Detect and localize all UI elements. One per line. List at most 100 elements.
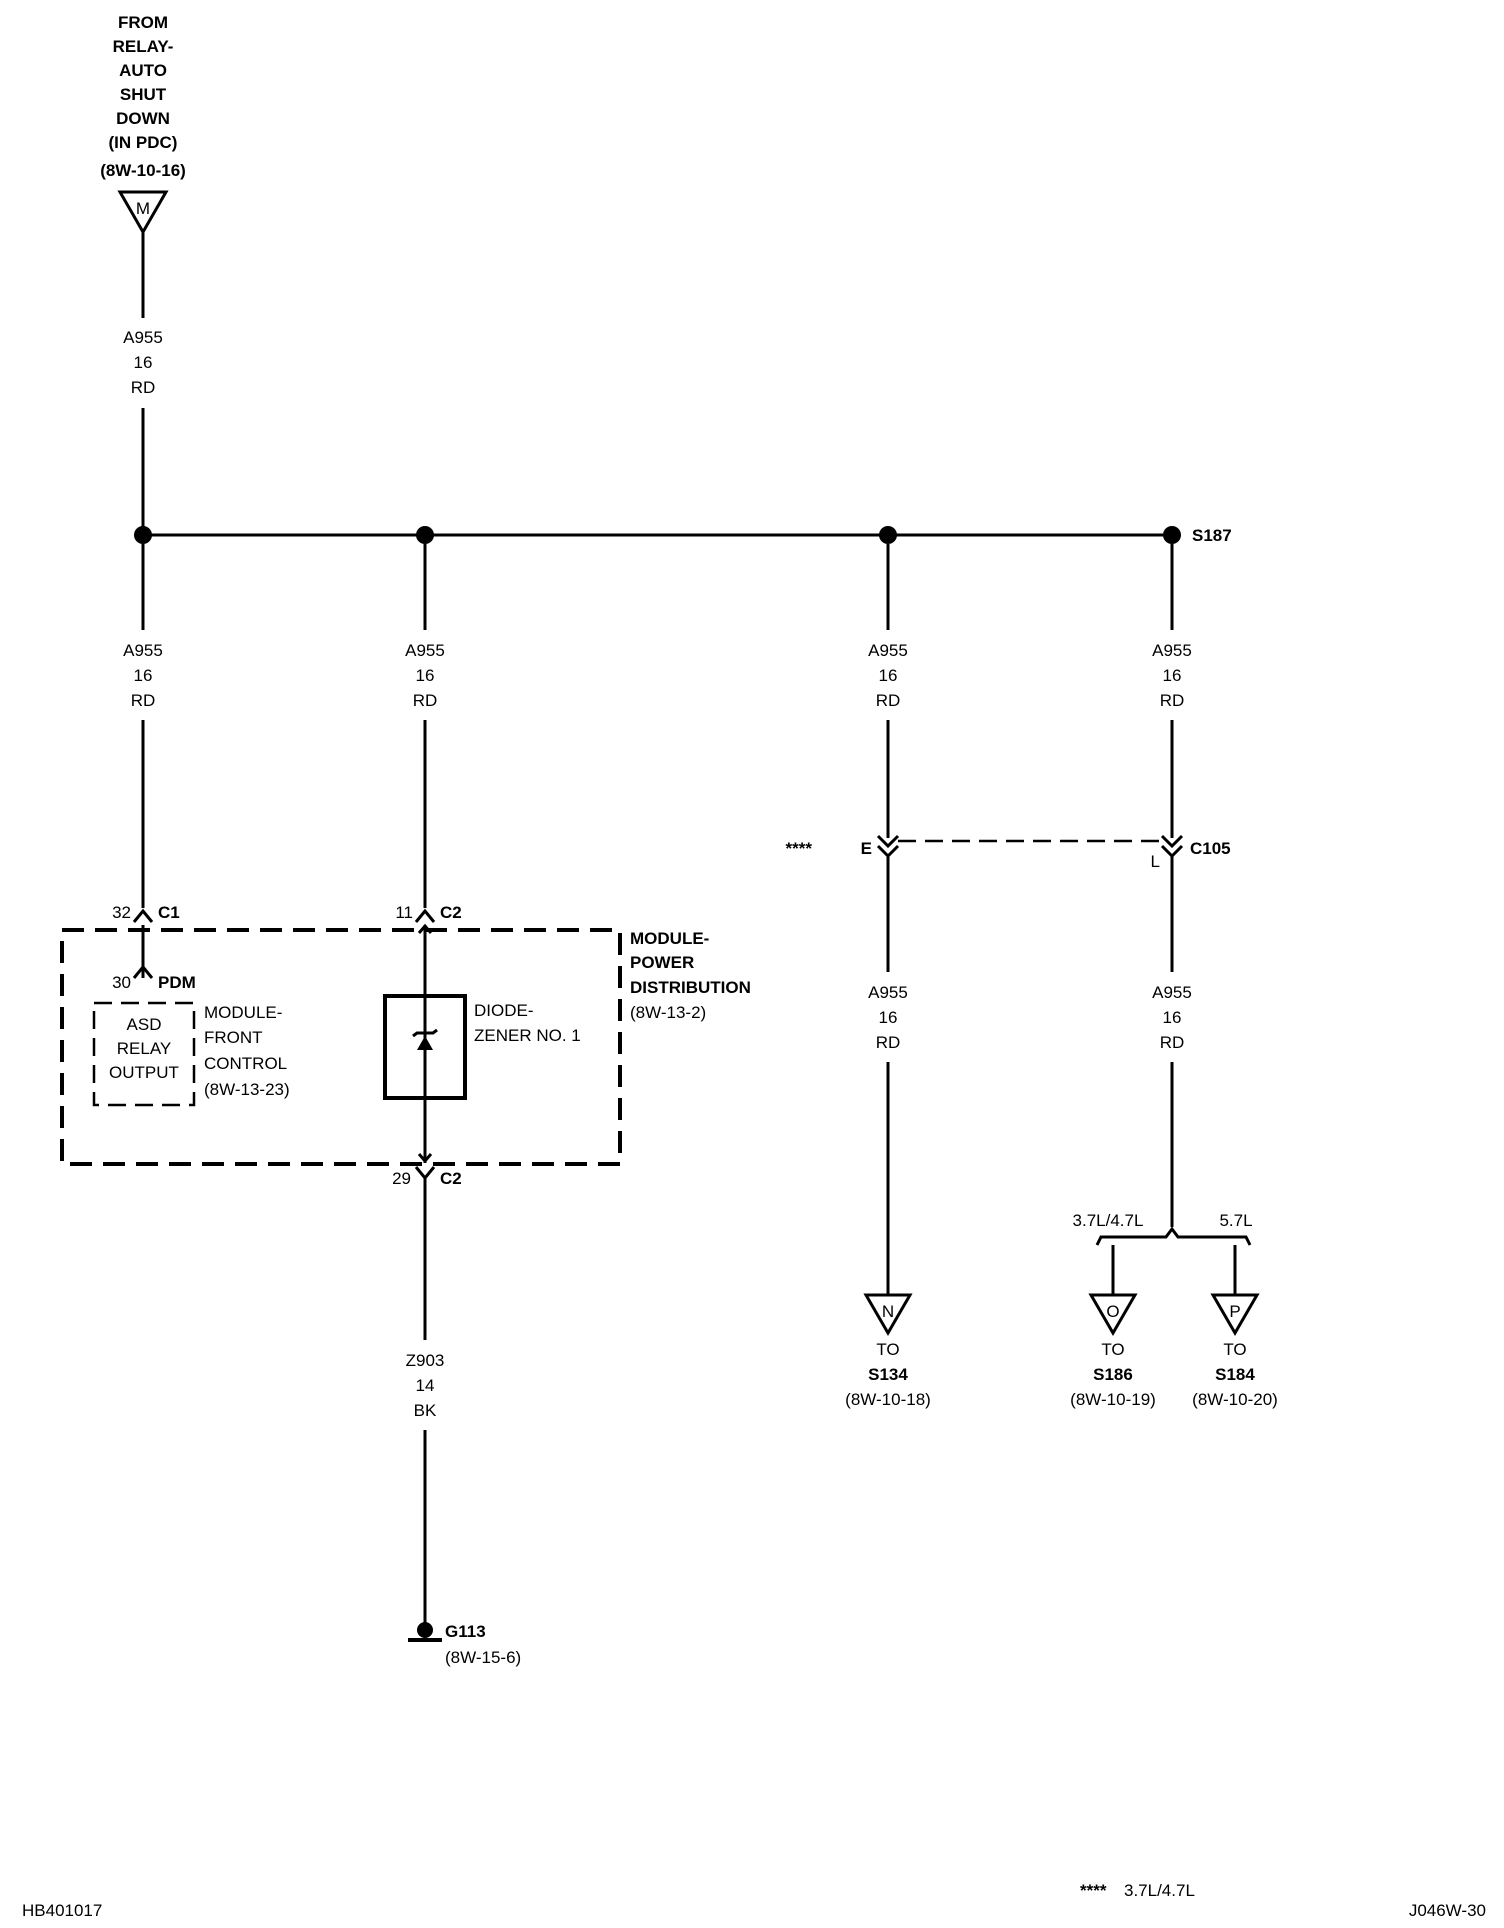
branch1-id: A955 xyxy=(123,641,163,660)
footer-left-code: HB401017 xyxy=(22,1901,102,1920)
dest-o-letter: O xyxy=(1106,1302,1119,1321)
ground-icon-dot xyxy=(417,1622,433,1638)
fcm-box xyxy=(92,1001,196,1107)
ground-ref: (8W-15-6) xyxy=(445,1648,521,1667)
branch2-color: RD xyxy=(413,691,438,710)
pdm-title2: POWER xyxy=(630,953,694,972)
source-line5: (IN PDC) xyxy=(109,133,178,152)
zener-diode-icon xyxy=(417,1036,433,1050)
engine-split-bracket xyxy=(1095,1226,1252,1246)
branch4-id: A955 xyxy=(1152,641,1192,660)
fcm-box-line1: ASD xyxy=(127,1015,162,1034)
dest-p-ref: (8W-10-20) xyxy=(1192,1390,1278,1409)
ground-wire-gauge: 14 xyxy=(416,1376,435,1395)
pdm-title1: MODULE- xyxy=(630,929,709,948)
pdm-inner-label: PDM xyxy=(158,973,196,992)
branch4-connector: C105 xyxy=(1190,839,1231,858)
diode-label2: ZENER NO. 1 xyxy=(474,1026,581,1045)
branch2-pin: 11 xyxy=(395,903,413,922)
out-pin-symbol xyxy=(414,1166,436,1181)
splice-dot-4 xyxy=(1163,526,1181,544)
branch2-gauge: 16 xyxy=(416,666,435,685)
main-wire-id: A955 xyxy=(123,328,163,347)
source-line4: DOWN xyxy=(116,109,170,128)
pdm-ref: (8W-13-2) xyxy=(630,1003,706,1022)
branch3-stars: **** xyxy=(786,839,813,858)
branch4-color: RD xyxy=(1160,691,1185,710)
engine-split-left: 3.7L/4.7L xyxy=(1073,1211,1144,1230)
dest-p-letter: P xyxy=(1229,1302,1240,1321)
fcm-box-line3: OUTPUT xyxy=(109,1063,179,1082)
footer-right-code: J046W-30 xyxy=(1409,1901,1486,1920)
dest-p-splice: S184 xyxy=(1215,1365,1255,1384)
dest-p-triangle xyxy=(1210,1293,1260,1336)
out-pin-connector: C2 xyxy=(440,1169,462,1188)
branch3-gauge: 16 xyxy=(879,666,898,685)
wire-l-down-color: RD xyxy=(1160,1033,1185,1052)
main-wire-color: RD xyxy=(131,378,156,397)
wire-l-down-id: A955 xyxy=(1152,983,1192,1002)
out-pin: 29 xyxy=(392,1169,411,1188)
splice-label: S187 xyxy=(1192,526,1232,545)
source-line2: AUTO xyxy=(119,61,167,80)
dest-o-ref: (8W-10-19) xyxy=(1070,1390,1156,1409)
branch4-gauge: 16 xyxy=(1163,666,1182,685)
branch1-gauge: 16 xyxy=(134,666,153,685)
diode-wire-arrow-bottom xyxy=(417,1153,433,1164)
branch3-pin-letter: E xyxy=(861,839,872,858)
dest-n-ref: (8W-10-18) xyxy=(845,1390,931,1409)
source-line3: SHUT xyxy=(120,85,167,104)
pdm-title3: DISTRIBUTION xyxy=(630,978,751,997)
splice-dot-1 xyxy=(134,526,152,544)
branch1-color: RD xyxy=(131,691,156,710)
zener-diode-bar xyxy=(412,1028,438,1038)
source-line1: RELAY- xyxy=(113,37,174,56)
main-wire-gauge: 16 xyxy=(134,353,153,372)
dest-o-to: TO xyxy=(1101,1340,1124,1359)
fcm-label3: CONTROL xyxy=(204,1054,287,1073)
branch3-color: RD xyxy=(876,691,901,710)
dest-n-triangle xyxy=(863,1293,913,1336)
fcm-ref: (8W-13-23) xyxy=(204,1080,290,1099)
fcm-box-line2: RELAY xyxy=(117,1039,172,1058)
branch1-pin: 32 xyxy=(112,903,131,922)
ground-wire-color: BK xyxy=(414,1401,437,1420)
wire-e-down-gauge: 16 xyxy=(879,1008,898,1027)
dest-p-to: TO xyxy=(1223,1340,1246,1359)
wire-l-down-gauge: 16 xyxy=(1163,1008,1182,1027)
dest-o-triangle xyxy=(1088,1293,1138,1336)
branch1-pin-symbol xyxy=(132,908,154,923)
ground-label: G113 xyxy=(445,1622,486,1641)
engine-split-right: 5.7L xyxy=(1219,1211,1252,1230)
branch2-connector: C2 xyxy=(440,903,462,922)
source-from: FROM xyxy=(118,13,168,32)
source-ref: (8W-10-16) xyxy=(100,161,186,180)
pdm-box xyxy=(60,928,622,1166)
branch4-pin-letter: L xyxy=(1151,852,1160,871)
branch1-connector: C1 xyxy=(158,903,180,922)
wire-e-down-color: RD xyxy=(876,1033,901,1052)
branch4-connector-symbol-top xyxy=(1160,834,1184,849)
branch2-pin-symbol xyxy=(414,908,436,923)
wire-e-down-id: A955 xyxy=(868,983,908,1002)
ground-wire-id: Z903 xyxy=(406,1351,445,1370)
source-connector-letter: M xyxy=(136,199,150,218)
branch3-connector-symbol-top xyxy=(876,834,900,849)
footer-note-stars: **** xyxy=(1080,1881,1107,1900)
diode-wire-arrow-top xyxy=(417,923,433,934)
splice-dot-3 xyxy=(879,526,897,544)
branch2-id: A955 xyxy=(405,641,445,660)
pdm-inner-pin-symbol xyxy=(132,964,154,979)
pdm-inner-pin: 30 xyxy=(112,973,131,992)
fcm-label2: FRONT xyxy=(204,1028,263,1047)
diode-label1: DIODE- xyxy=(474,1001,534,1020)
dest-o-splice: S186 xyxy=(1093,1365,1133,1384)
fcm-label1: MODULE- xyxy=(204,1003,282,1022)
footer-note-text: 3.7L/4.7L xyxy=(1124,1881,1195,1900)
branch3-id: A955 xyxy=(868,641,908,660)
source-connector-triangle xyxy=(117,190,169,236)
splice-dot-2 xyxy=(416,526,434,544)
dest-n-to: TO xyxy=(876,1340,899,1359)
dest-n-splice: S134 xyxy=(868,1365,908,1384)
